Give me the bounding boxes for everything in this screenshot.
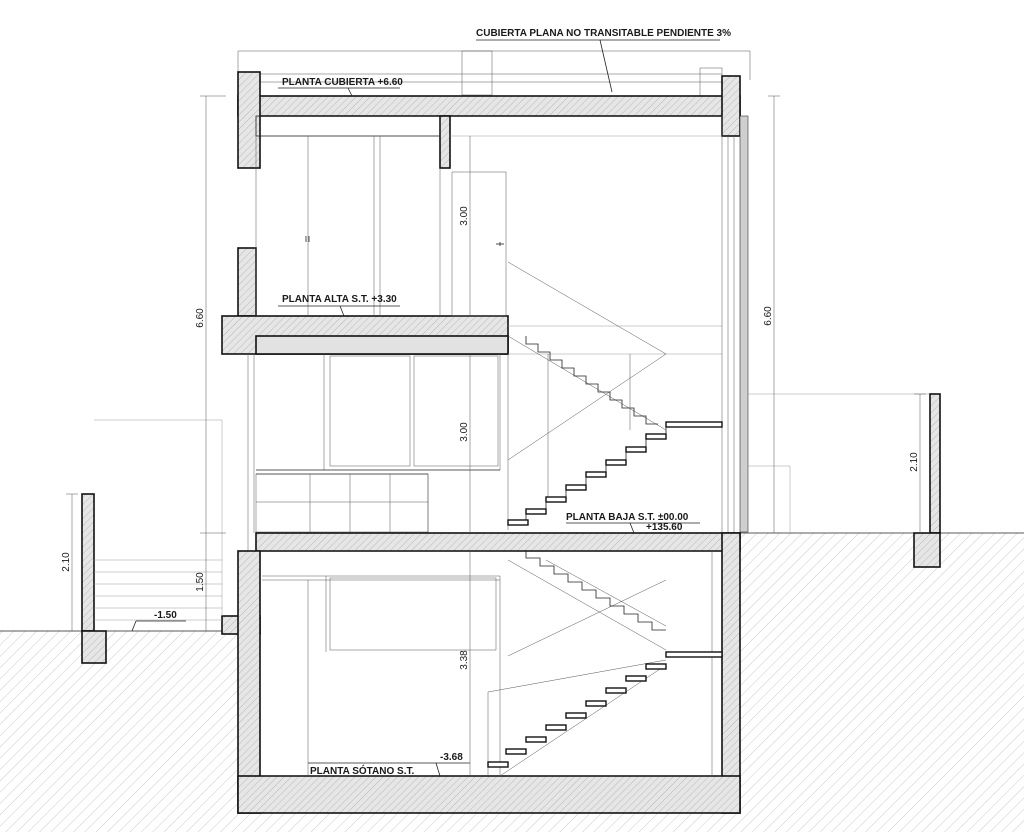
right-yard — [913, 393, 941, 568]
roof-level-label: PLANTA CUBIERTA +6.60 — [282, 77, 403, 88]
dim-ground-height: 3.00 — [459, 422, 470, 442]
dim-basement-height: 3.38 — [459, 650, 470, 670]
basement-level-label: PLANTA SÓTANO S.T. — [310, 764, 414, 777]
upper-level-label: PLANTA ALTA S.T. +3.30 — [282, 294, 397, 305]
dim-right-total: 6.60 — [763, 306, 774, 326]
dimension-lines — [66, 95, 926, 776]
yard-level-label: -1.50 — [154, 610, 177, 621]
left-yard — [81, 419, 223, 664]
dim-left-wall: 2.10 — [61, 552, 72, 572]
ground-earth — [0, 532, 1024, 832]
dim-right-wall: 2.10 — [909, 452, 920, 472]
stair-upper — [507, 261, 667, 530]
basement — [221, 532, 741, 814]
ground-level-label: PLANTA BAJA S.T. ±00.00 — [566, 512, 689, 523]
dim-upper-height: 3.00 — [459, 206, 470, 226]
roof-note-leader — [476, 39, 720, 93]
ground-abs-label: +135.60 — [646, 522, 683, 533]
ground-floor — [247, 354, 741, 616]
stair-ground — [507, 421, 723, 526]
roof-structure — [237, 50, 751, 169]
upper-floor — [221, 115, 722, 355]
roof-note-label: CUBIERTA PLANA NO TRANSITABLE PENDIENTE … — [476, 28, 731, 39]
right-facade — [721, 115, 930, 533]
basement-value-label: -3.68 — [440, 752, 463, 763]
dim-left-total: 6.60 — [195, 308, 206, 328]
dim-yard-height: 1.50 — [195, 572, 206, 592]
